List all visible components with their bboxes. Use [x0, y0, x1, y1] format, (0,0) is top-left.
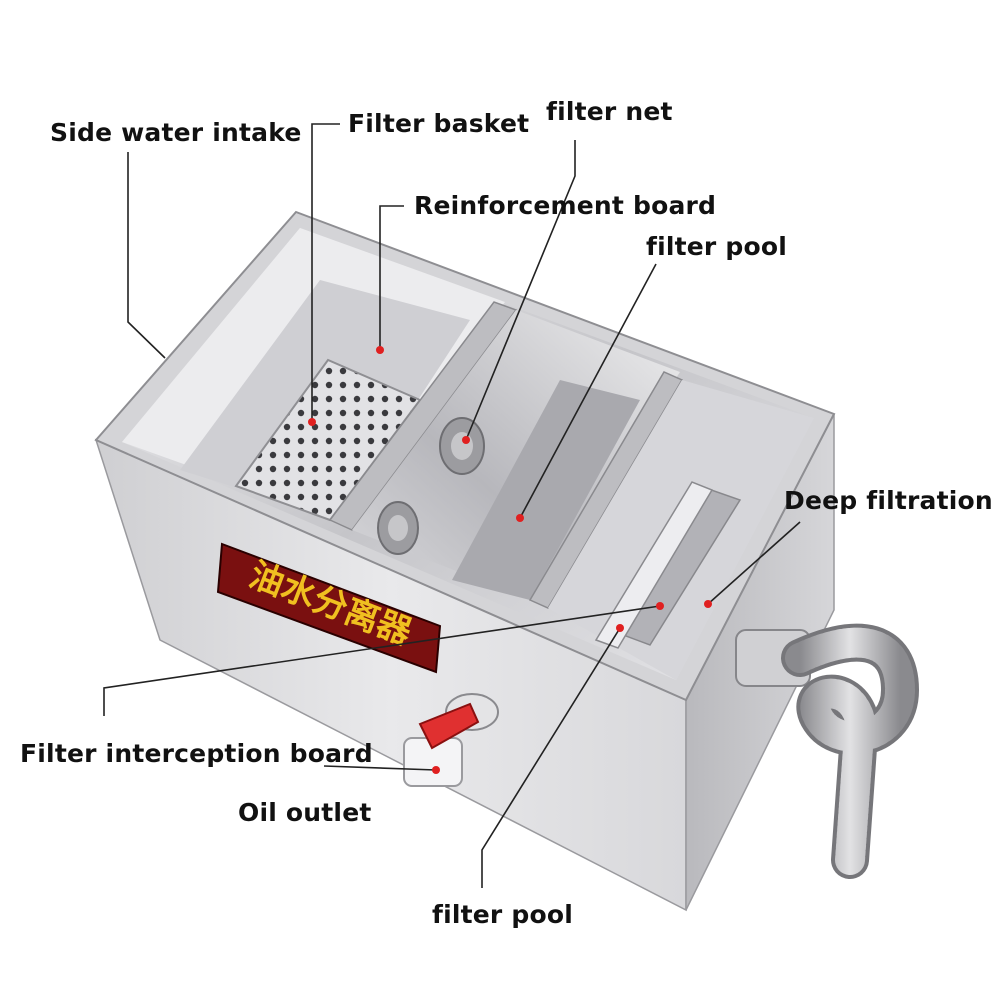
leader-filter-pool-top — [519, 263, 657, 519]
outlet-hose — [735, 623, 920, 879]
label-side-water-intake: Side water intake — [50, 118, 302, 147]
marker-filter-pool-top — [516, 514, 524, 522]
label-reinforcement-board: Reinforcement board — [414, 191, 717, 220]
marker-reinforcement-board — [376, 346, 384, 354]
marker-filter-basket — [308, 418, 316, 426]
label-filter-net: filter net — [546, 97, 673, 126]
marker-deep-filtration — [704, 600, 712, 608]
leader-filter-interception-board — [103, 605, 661, 716]
filter-net — [377, 417, 485, 555]
leader-oil-outlet — [323, 765, 437, 771]
marker-dots — [308, 346, 712, 774]
marker-interception-board — [656, 602, 664, 610]
marker-filter-net — [462, 436, 470, 444]
valve-handle — [418, 702, 480, 750]
interception-board — [594, 481, 714, 649]
compartment-2-wall — [352, 310, 680, 600]
compartment-2-floor — [452, 380, 640, 600]
leader-filter-pool-bottom — [481, 627, 621, 888]
leader-lines — [103, 123, 801, 888]
label-filter-pool-bottom: filter pool — [432, 900, 573, 929]
leader-filter-basket — [311, 123, 340, 422]
leader-deep-filtration — [707, 521, 801, 605]
label-oil-outlet: Oil outlet — [238, 798, 372, 827]
oil-outlet-valve — [403, 693, 499, 787]
marker-oil-outlet — [432, 766, 440, 774]
leader-reinforcement-board — [379, 205, 404, 350]
leader-side-water-intake — [127, 152, 166, 359]
tank-body — [94, 210, 836, 912]
leader-filter-net — [465, 140, 576, 441]
marker-filter-pool-bottom — [616, 624, 624, 632]
label-filter-pool-top: filter pool — [646, 232, 787, 261]
label-deep-filtration: Deep filtration — [784, 486, 993, 515]
label-filter-interception-board: Filter interception board — [20, 739, 373, 768]
label-filter-basket: Filter basket — [348, 109, 530, 138]
